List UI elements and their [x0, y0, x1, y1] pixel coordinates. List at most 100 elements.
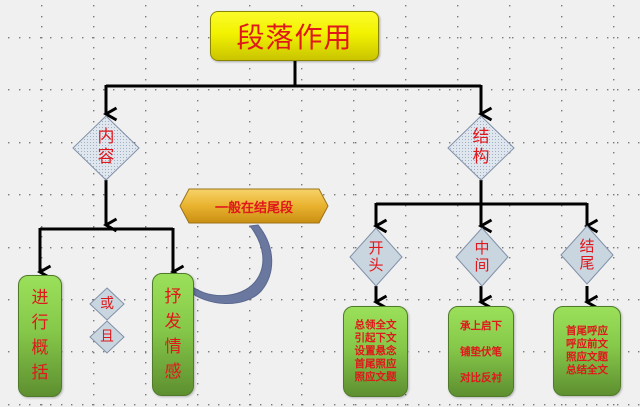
- grid-dot: [250, 299, 252, 301]
- grid-dot: [197, 26, 199, 28]
- grid-dot: [523, 37, 525, 39]
- grid-dot: [376, 142, 378, 144]
- grid-dot: [50, 89, 52, 91]
- grid-dot: [176, 89, 178, 91]
- grid-dot: [353, 278, 355, 280]
- grid-dot: [166, 194, 168, 196]
- grid-dot: [302, 142, 304, 144]
- grid-dot: [386, 142, 388, 144]
- grid-dot: [124, 247, 126, 249]
- grid-dot: [509, 163, 511, 165]
- grid-dot: [145, 310, 147, 312]
- grid-dot: [628, 194, 630, 196]
- grid-dot: [41, 16, 43, 18]
- grid-dot: [407, 299, 409, 301]
- grid-dot: [41, 26, 43, 28]
- grid-dot: [155, 404, 157, 406]
- grid-dot: [449, 299, 451, 301]
- grid-dot: [8, 351, 10, 353]
- grid-dot: [565, 194, 567, 196]
- grid-dot: [617, 247, 619, 249]
- grid-dot: [405, 278, 407, 280]
- grid-dot: [613, 236, 615, 238]
- grid-dot: [565, 89, 567, 91]
- grid-dot: [145, 226, 147, 228]
- grid-dot: [281, 404, 283, 406]
- grid-dot: [613, 257, 615, 259]
- grid-dot: [93, 226, 95, 228]
- grid-dot: [365, 194, 367, 196]
- grid-dot: [457, 131, 459, 133]
- grid-dot: [50, 247, 52, 249]
- grid-dot: [197, 373, 199, 375]
- grid-dot: [407, 37, 409, 39]
- grid-dot: [82, 351, 84, 353]
- ending-paragraph-note: 一般在结尾段: [179, 188, 329, 224]
- grid-dot: [509, 257, 511, 259]
- grid-dot: [292, 142, 294, 144]
- grid-dot: [334, 89, 336, 91]
- grid-dot: [301, 299, 303, 301]
- opening-functions-box: 总领全文 引起下文 设置悬念 首尾照应 照应文题: [343, 306, 408, 397]
- grid-dot: [249, 278, 251, 280]
- grid-dot: [145, 110, 147, 112]
- grid-dot: [561, 79, 563, 81]
- grid-dot: [533, 194, 535, 196]
- grid-dot: [93, 404, 95, 406]
- grid-dot: [565, 299, 567, 301]
- grid-dot: [586, 194, 588, 196]
- grid-dot: [596, 37, 598, 39]
- grid-dot: [405, 131, 407, 133]
- ending-function: 总结全文: [566, 364, 608, 376]
- grid-dot: [301, 131, 303, 133]
- grid-dot: [405, 58, 407, 60]
- grid-dot: [113, 351, 115, 353]
- grid-dot: [386, 37, 388, 39]
- grid-dot: [509, 278, 511, 280]
- grid-dot: [554, 37, 556, 39]
- grid-dot: [481, 37, 483, 39]
- summarize-char: 概: [31, 338, 49, 358]
- grid-dot: [457, 268, 459, 270]
- grid-dot: [301, 152, 303, 154]
- grid-dot: [512, 142, 514, 144]
- grid-dot: [460, 299, 462, 301]
- grid-dot: [405, 5, 407, 7]
- grid-dot: [418, 351, 420, 353]
- grid-dot: [249, 68, 251, 70]
- grid-dot: [344, 194, 346, 196]
- grid-dot: [176, 142, 178, 144]
- grid-dot: [457, 79, 459, 81]
- grid-dot: [271, 89, 273, 91]
- grid-dot: [301, 289, 303, 291]
- grid-dot: [470, 299, 472, 301]
- grid-dot: [41, 37, 43, 39]
- grid-dot: [145, 47, 147, 49]
- grid-dot: [613, 79, 615, 81]
- grid-dot: [145, 37, 147, 39]
- grid-dot: [249, 352, 251, 354]
- grid-dot: [596, 404, 598, 406]
- grid-dot: [250, 142, 252, 144]
- grid-dot: [638, 37, 640, 39]
- grid-dot: [134, 404, 136, 406]
- grid-dot: [405, 404, 407, 406]
- middle-function: 承上启下: [460, 319, 502, 332]
- opening-function: 总领全文: [354, 319, 397, 331]
- grid-dot: [197, 278, 199, 280]
- grid-dot: [544, 37, 546, 39]
- grid-dot: [41, 184, 43, 186]
- grid-dot: [145, 142, 147, 144]
- grid-dot: [301, 352, 303, 354]
- grid-dot: [229, 247, 231, 249]
- title-text: 段落作用: [236, 21, 353, 54]
- grid-dot: [365, 404, 367, 406]
- grid-dot: [439, 37, 441, 39]
- grid-dot: [502, 194, 504, 196]
- grid-dot: [613, 278, 615, 280]
- grid-dot: [509, 184, 511, 186]
- grid-dot: [41, 236, 43, 238]
- grid-dot: [124, 89, 126, 91]
- grid-dot: [145, 257, 147, 259]
